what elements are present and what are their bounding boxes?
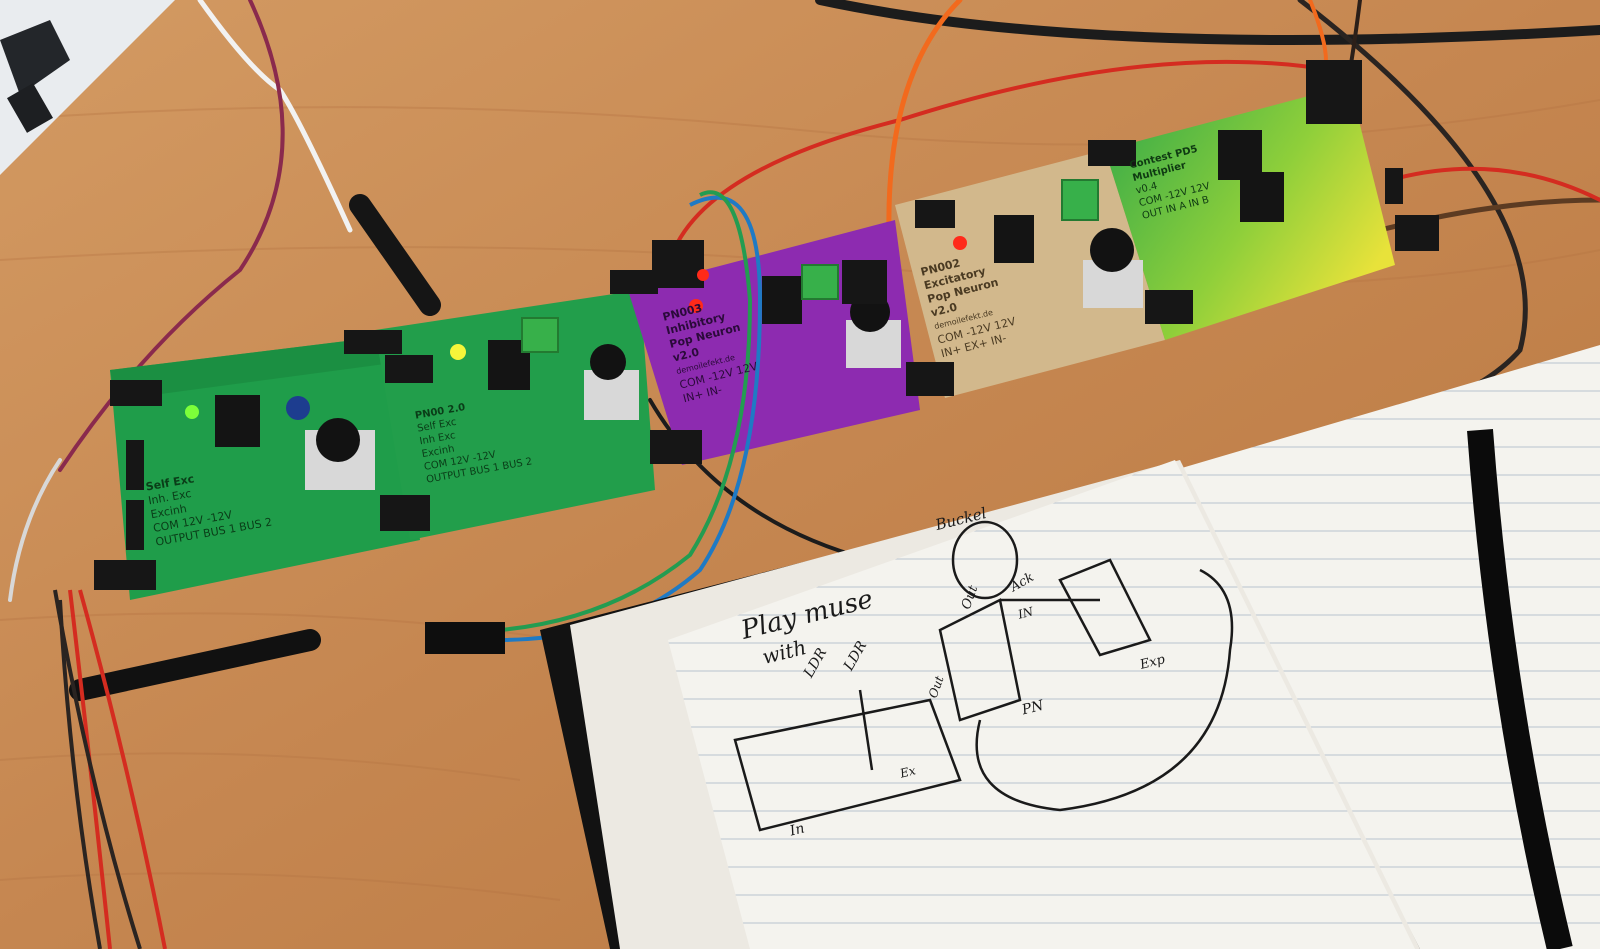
ic-chips <box>215 130 1284 447</box>
lead-bundle <box>53 589 167 949</box>
knob <box>590 344 626 380</box>
red-wire-right <box>1388 166 1600 202</box>
ic-chip <box>1240 172 1284 222</box>
green-wire <box>499 190 753 632</box>
ic-chip <box>762 276 802 324</box>
knob <box>316 418 360 462</box>
header-label: IN- <box>989 331 1008 348</box>
bookmark-ribbon <box>1467 429 1573 949</box>
notebook-left-page <box>668 460 1415 949</box>
capacitor <box>286 396 310 420</box>
module-1-green <box>110 335 420 600</box>
black-wire-mid <box>648 398 872 562</box>
sketch-drawing <box>733 520 1234 832</box>
sketch-label: In <box>788 820 807 840</box>
jumper-plug <box>425 622 505 654</box>
ic-chip <box>1218 130 1262 180</box>
ic-chip <box>994 215 1034 263</box>
knob <box>1090 228 1134 272</box>
header-connectors <box>94 60 1439 590</box>
ldr-sensors <box>69 194 441 701</box>
module-2-green <box>375 290 655 540</box>
orange-wire <box>886 0 963 263</box>
black-cable-top <box>815 0 1600 45</box>
header-label: IN- <box>705 383 724 400</box>
film-capacitors <box>521 179 1099 353</box>
ic-chip <box>215 395 260 447</box>
red-wire-top <box>668 59 1332 262</box>
white-pcb-corner <box>0 0 175 175</box>
leds <box>185 236 967 419</box>
